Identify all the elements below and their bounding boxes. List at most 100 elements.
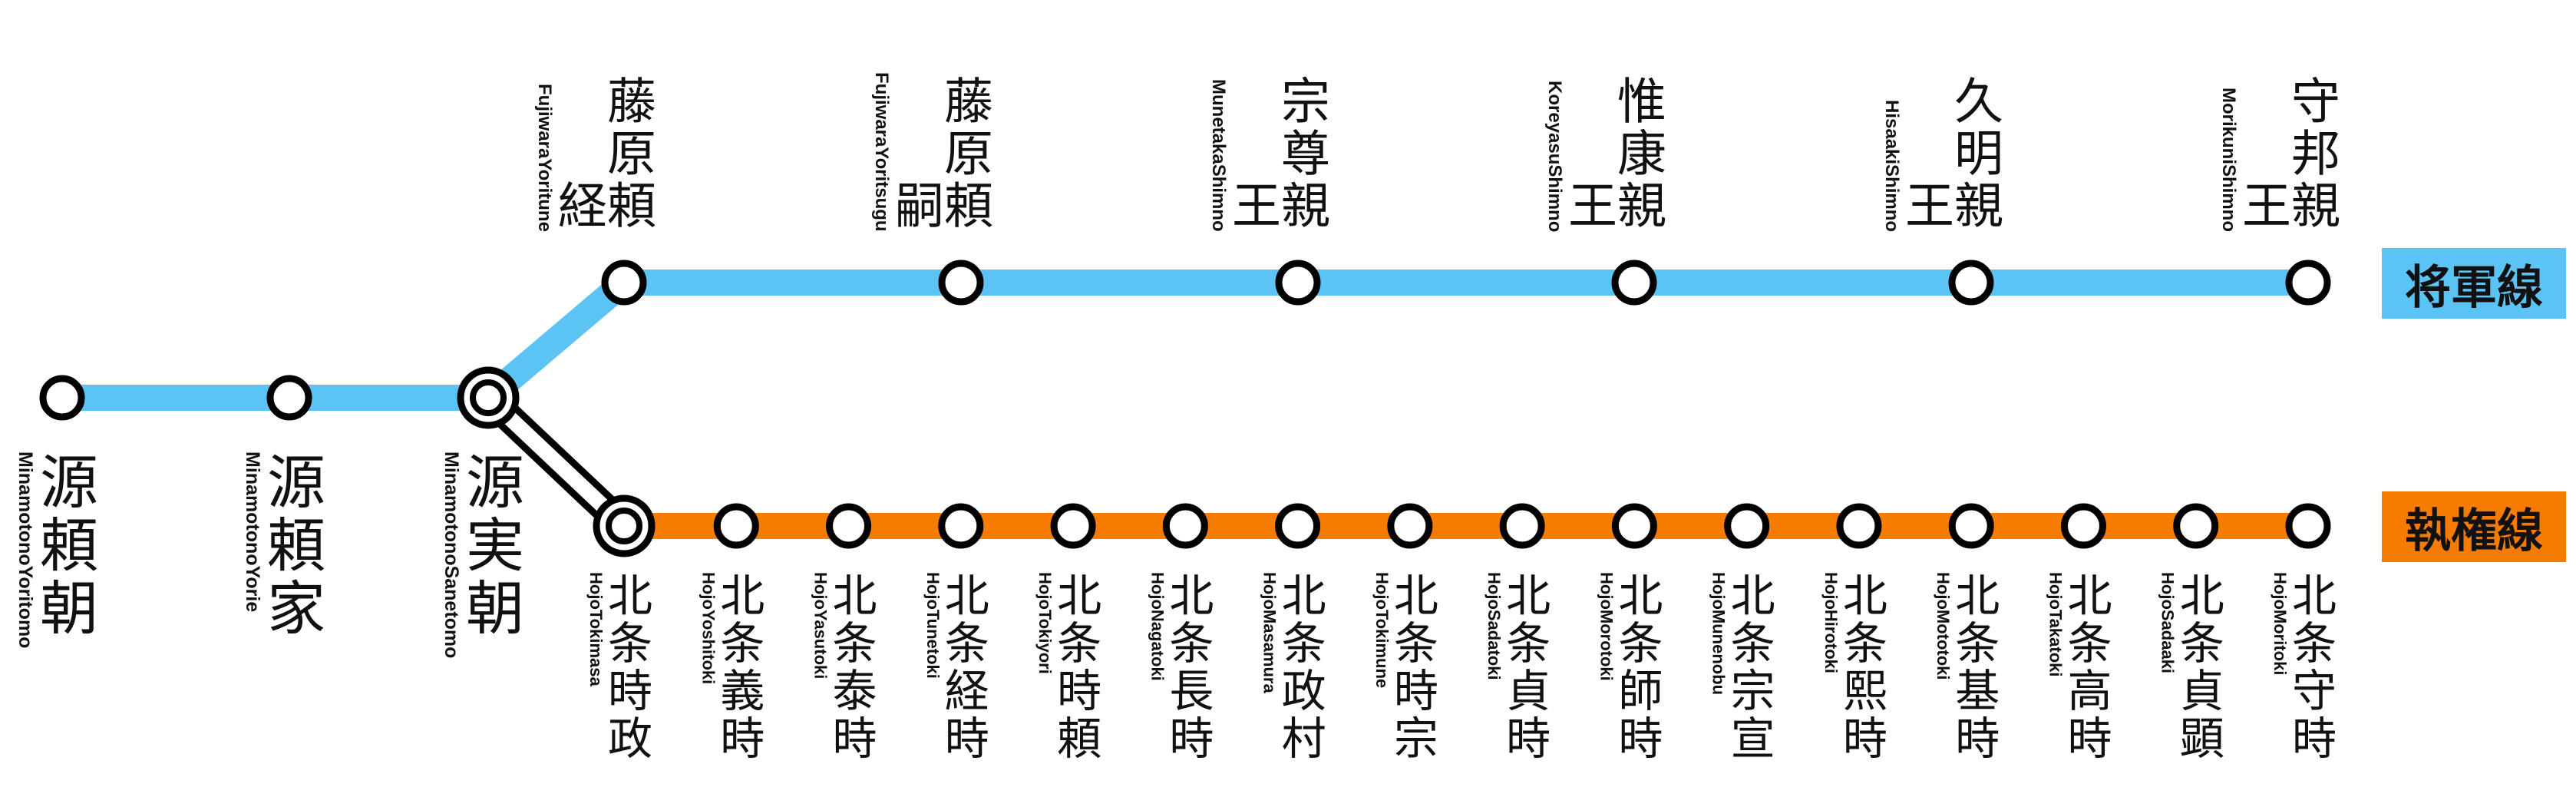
station-name-romaji: HojoTokimasa [586,572,606,686]
station-name-romaji: HojoTokiyori [1035,572,1055,674]
station-marker [2173,503,2219,549]
station-marker [1275,503,1321,549]
station-name-romaji: HojoTokimune [1372,572,1392,689]
station-name-romaji: HojoMototoki [1934,572,1953,680]
station-name-romaji: HojoMasamura [1260,572,1280,693]
station-name-kanji: 北条経時 [936,572,989,762]
station-marker [713,503,759,549]
station-name-romaji: HojoYasutoki [811,572,831,680]
station-name-kanji: 北条宗宣 [1722,572,1775,762]
station-name-kanji: 北条熙時 [1835,572,1887,762]
station-marker [1050,503,1096,549]
station-name-kanji: 北条義時 [712,572,765,762]
station-marker [266,375,312,421]
station-name-kanji: 北条高時 [2059,572,2112,762]
station-name-kanji: 北条時宗 [1385,572,1438,762]
station-name-kanji: 久明親王 [1897,75,2003,232]
station-name-kanji: 北条守時 [2284,572,2337,762]
station-name-romaji: HojoTunetoki [923,572,943,679]
station-marker [938,503,984,549]
transfer-station-inner [606,508,642,544]
station-name-kanji: 北条師時 [1610,572,1663,762]
station-marker [1611,503,1657,549]
station-name-kanji: 守邦親王 [2234,75,2340,232]
station-name-kanji: 源頼家 [257,451,325,640]
line-label-shikken: 執権線 [2382,491,2566,562]
station-name-romaji: MinamotonoYoritomo [15,451,36,649]
station-marker [2060,503,2106,549]
station-name-kanji: 北条貞顕 [2171,572,2224,762]
station-name-romaji: HojoHirotoki [1821,572,1841,673]
line-label-shogun: 将軍線 [2382,248,2566,319]
station-marker [1836,503,1882,549]
transfer-connector [481,390,632,534]
station-marker [1724,503,1770,549]
station-name-romaji: KoreyasuShimno [1544,80,1565,232]
station-name-kanji: 北条時政 [600,572,652,762]
station-marker [1499,503,1545,549]
station-name-kanji: 藤原頼経 [550,75,656,232]
station-name-romaji: MinamotonoYorie [242,451,263,613]
station-marker [1948,260,1994,306]
station-name-kanji: 源頼朝 [30,451,98,640]
station-marker [2285,503,2331,549]
station-name-romaji: HojoMoritoki [2271,572,2290,676]
station-name-romaji: HojoYoshitoki [698,572,718,685]
station-name-kanji: 藤原頼嗣 [887,75,992,232]
station-name-romaji: HojoNagatoki [1148,572,1167,681]
station-name-romaji: FujiwaraYoritune [534,84,555,232]
station-name-romaji: HojoSadatoki [1485,572,1504,680]
station-name-kanji: 北条基時 [1947,572,2000,762]
station-name-romaji: MinamotonoSanetomo [441,451,462,659]
station-name-kanji: 北条時頼 [1049,572,1102,762]
station-marker [938,260,984,306]
station-name-kanji: 宗尊親王 [1224,75,1329,232]
station-name-romaji: HojoMunenobu [1709,572,1729,696]
station-name-romaji: MunetakaShimno [1208,79,1229,232]
station-name-romaji: FujiwaraYoritsugu [871,72,892,232]
station-name-romaji: HojoTakatoki [2046,572,2066,677]
station-marker [1275,260,1321,306]
station-marker [826,503,872,549]
station-name-romaji: MorikuniShimno [2218,88,2239,232]
station-name-kanji: 源実朝 [456,451,524,640]
station-marker [1387,503,1433,549]
station-marker [1611,260,1657,306]
station-name-kanji: 惟康親王 [1560,75,1666,232]
station-name-kanji: 北条泰時 [824,572,877,762]
station-marker [39,375,85,421]
station-marker [1162,503,1208,549]
station-name-romaji: HisaakiShimno [1881,99,1902,232]
station-marker [601,260,647,306]
transfer-station-inner [470,379,507,416]
station-name-kanji: 北条長時 [1161,572,1214,762]
station-marker [1948,503,1994,549]
station-name-romaji: HojoSadaaki [2158,572,2178,674]
station-name-romaji: HojoMorotoki [1597,572,1617,681]
station-name-kanji: 北条貞時 [1498,572,1551,762]
